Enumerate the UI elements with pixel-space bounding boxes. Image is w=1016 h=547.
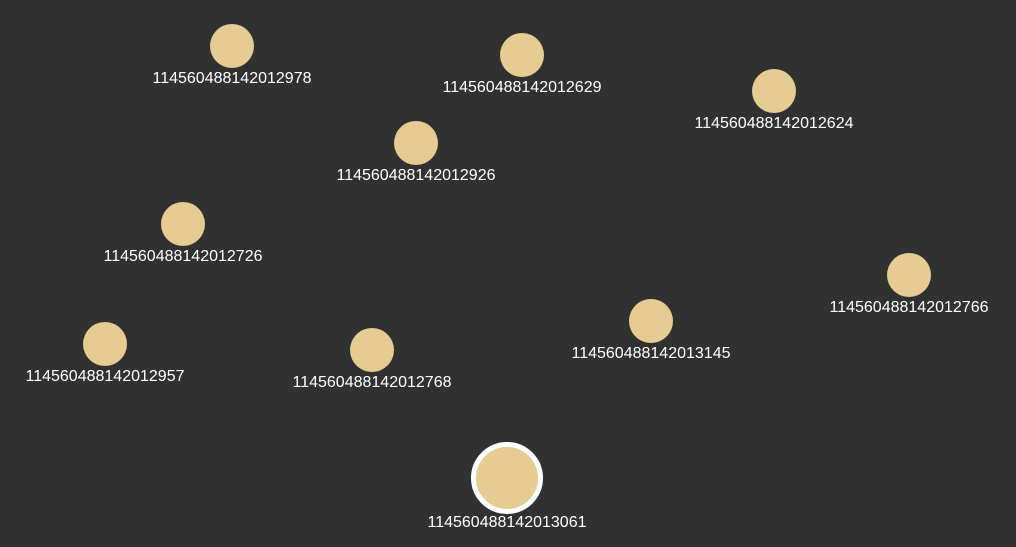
node-circle[interactable]: [500, 33, 544, 77]
node-circle[interactable]: [752, 69, 796, 113]
node-label: 114560488142013061: [427, 514, 587, 531]
node-label: 114560488142012957: [25, 368, 185, 385]
node-label: 114560488142012978: [152, 70, 312, 87]
node-circle[interactable]: [629, 299, 673, 343]
node-circle[interactable]: [210, 24, 254, 68]
node-label: 114560488142012624: [694, 115, 854, 132]
node-label: 114560488142012726: [103, 248, 263, 265]
node-circle[interactable]: [350, 328, 394, 372]
node-label: 114560488142013145: [571, 345, 731, 362]
node-circle[interactable]: [161, 202, 205, 246]
node-label: 114560488142012766: [829, 299, 989, 316]
node-label: 114560488142012629: [442, 79, 602, 96]
node-circle[interactable]: [394, 121, 438, 165]
node-label: 114560488142012768: [292, 374, 452, 391]
node-circle-selected[interactable]: [471, 442, 543, 514]
node-circle[interactable]: [83, 322, 127, 366]
node-circle[interactable]: [887, 253, 931, 297]
node-label: 114560488142012926: [336, 167, 496, 184]
